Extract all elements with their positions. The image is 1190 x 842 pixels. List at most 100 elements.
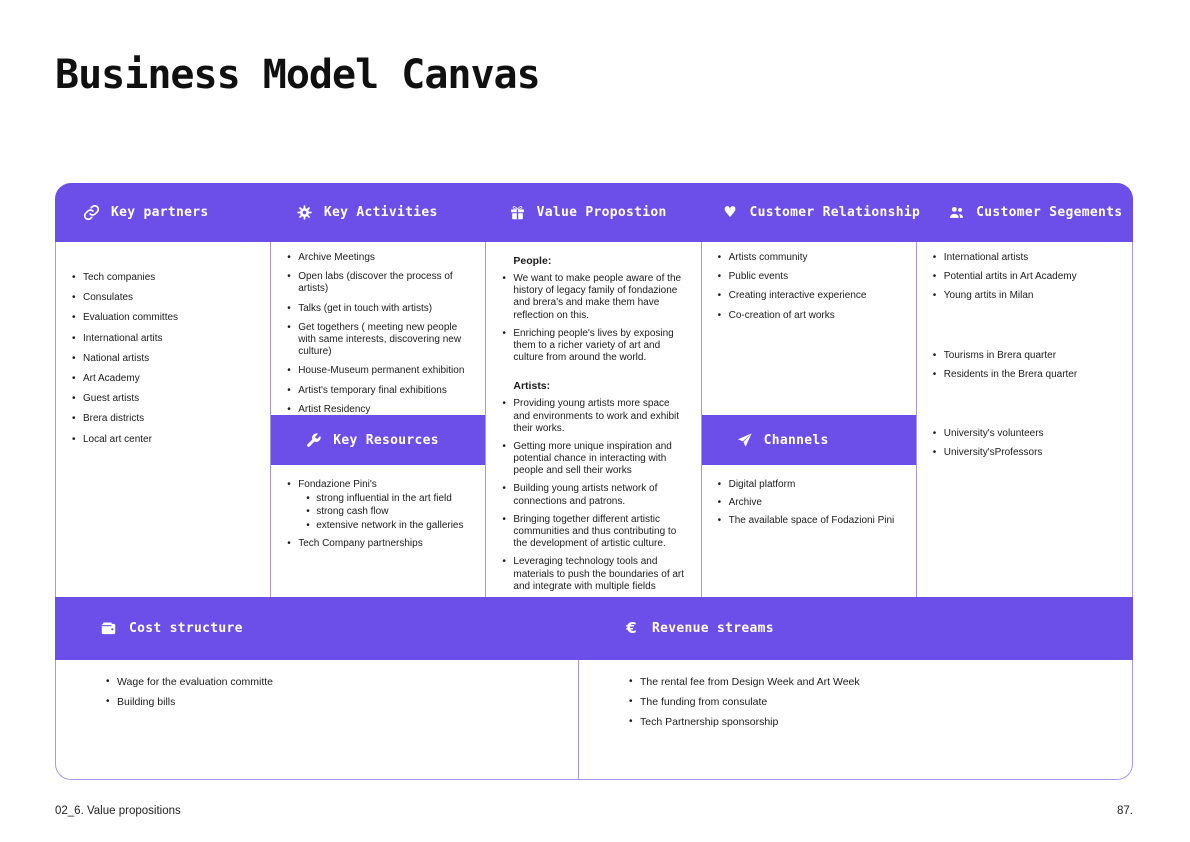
column-key-partners: Tech companiesConsulatesEvaluation commi… xyxy=(56,242,272,597)
gear-icon xyxy=(296,204,313,221)
list-item: University's volunteers xyxy=(933,428,1119,440)
key-partners-list: Tech companiesConsulatesEvaluation commi… xyxy=(56,242,270,454)
vp-people-list: We want to make people aware of the hist… xyxy=(502,273,688,370)
list-item: Enriching people's lives by exposing the… xyxy=(502,328,688,365)
list-item: Artist's temporary final exhibitions xyxy=(287,385,472,397)
key-activities-list: Archive MeetingsOpen labs (discover the … xyxy=(271,242,485,415)
euro-icon: € xyxy=(626,619,637,637)
list-item: The available space of Fodazioni Pini xyxy=(718,515,903,527)
footer-section-label: 02_6. Value propositions xyxy=(55,805,181,817)
channels-header: Channels xyxy=(701,415,916,465)
key-resources-list: Fondazione Pini'sstrong influential in t… xyxy=(271,465,485,550)
header-customer-segements: Customer Segements xyxy=(920,183,1133,242)
header-label: Cost structure xyxy=(129,621,243,636)
revenue-streams-content: The rental fee from Design Week and Art … xyxy=(579,660,1132,779)
subheader-label: Channels xyxy=(763,432,829,448)
list-item: Public events xyxy=(718,271,903,283)
list-item: Tech Partnership sponsorship xyxy=(629,716,1112,729)
list-item: International artists xyxy=(933,252,1119,264)
list-item: Bringing together different artistic com… xyxy=(502,514,688,551)
list-item: Archive xyxy=(718,497,903,509)
sub-list-item: strong cash flow xyxy=(306,506,472,518)
header-cost-structure: Cost structure xyxy=(55,597,578,660)
list-item: We want to make people aware of the hist… xyxy=(502,273,688,322)
list-item: Guest artists xyxy=(72,393,257,405)
header-label: Value Propostion xyxy=(536,205,667,220)
list-item: Residents in the Brera quarter xyxy=(933,369,1119,381)
sub-list-item: strong influential in the art field xyxy=(306,493,472,505)
cost-structure-content: Wage for the evaluation committeBuilding… xyxy=(56,660,579,779)
list-item: Artist Residency xyxy=(287,404,472,415)
header-value-propostion: Value Propostion xyxy=(481,183,694,242)
key-resources-header: Key Resources xyxy=(271,415,486,465)
link-icon xyxy=(83,204,100,221)
header-revenue-streams: € Revenue streams xyxy=(578,597,1133,660)
list-item: Get togethers ( meeting new people with … xyxy=(287,322,472,359)
list-item: Potential artits in Art Academy xyxy=(933,271,1119,283)
list-item: Creating interactive experience xyxy=(718,290,903,302)
list-item: Talks (get in touch with artists) xyxy=(287,303,472,315)
header-label: Customer Segements xyxy=(976,205,1123,220)
sub-list-item: extensive network in the galleries xyxy=(306,520,472,532)
header-key-partners: Key partners xyxy=(55,183,268,242)
list-item: Getting more unique inspiration and pote… xyxy=(502,441,688,478)
customer-relationship-content: Artists communityPublic eventsCreating i… xyxy=(702,242,916,415)
list-item: House-Museum permanent exhibition xyxy=(287,365,472,377)
customer-segments-group-1: International artistsPotential artits in… xyxy=(917,242,1132,310)
column-customer-relationship: Artists communityPublic eventsCreating i… xyxy=(701,242,917,597)
canvas-header-row: Key partners Key Activit xyxy=(55,183,1133,242)
customer-relationship-list: Artists communityPublic eventsCreating i… xyxy=(702,242,916,322)
header-key-activities: Key Activities xyxy=(268,183,481,242)
business-model-canvas: Key partners Key Activit xyxy=(55,183,1133,780)
list-item: International artits xyxy=(72,333,257,345)
list-item: Tech companies xyxy=(72,272,257,284)
column-key-activities: Archive MeetingsOpen labs (discover the … xyxy=(271,242,487,597)
header-customer-relationship: ♥ Customer Relationship xyxy=(693,183,920,242)
list-item: Digital platform xyxy=(718,479,903,491)
wrench-icon xyxy=(305,432,322,449)
list-item: Co-creation of art works xyxy=(718,310,903,322)
list-item: Young artits in Milan xyxy=(933,290,1119,302)
list-item: Consulates xyxy=(72,292,257,304)
footer-page-number: 87. xyxy=(1117,805,1133,817)
canvas-main-grid: Tech companiesConsulatesEvaluation commi… xyxy=(55,242,1133,597)
list-item: National artists xyxy=(72,353,257,365)
key-resources-content: Fondazione Pini'sstrong influential in t… xyxy=(271,465,485,597)
list-item: Tourisms in Brera quarter xyxy=(933,350,1119,362)
gift-icon xyxy=(509,204,526,221)
list-item: Leveraging technology tools and material… xyxy=(502,556,688,593)
list-item: Wage for the evaluation committe xyxy=(106,676,558,689)
list-item: The rental fee from Design Week and Art … xyxy=(629,676,1112,689)
list-item: Fondazione Pini'sstrong influential in t… xyxy=(287,479,472,532)
list-item: Providing young artists more space and e… xyxy=(502,398,688,435)
list-item: Local art center xyxy=(72,434,257,446)
channels-content: Digital platformArchiveThe available spa… xyxy=(702,465,916,597)
revenue-streams-list: The rental fee from Design Week and Art … xyxy=(579,660,1132,728)
column-value-propostion: People: We want to make people aware of … xyxy=(486,242,702,597)
list-item: Evaluation committes xyxy=(72,312,257,324)
list-item: Brera districts xyxy=(72,413,257,425)
header-label: Revenue streams xyxy=(652,621,774,636)
header-label: Key partners xyxy=(111,205,209,220)
subheader-label: Key Resources xyxy=(333,432,439,448)
heart-icon: ♥ xyxy=(723,203,737,221)
send-icon xyxy=(736,432,753,449)
wallet-icon xyxy=(100,620,117,637)
cost-structure-list: Wage for the evaluation committeBuilding… xyxy=(56,660,578,709)
list-item: Artists community xyxy=(718,252,903,264)
vp-artists-list: Providing young artists more space and e… xyxy=(502,398,688,597)
channels-list: Digital platformArchiveThe available spa… xyxy=(702,465,916,528)
vp-artists-heading: Artists: xyxy=(513,380,551,393)
people-icon xyxy=(948,204,965,221)
customer-segments-group-3: University's volunteersUniversity'sProfe… xyxy=(917,428,1132,466)
list-item: The funding from consulate xyxy=(629,696,1112,709)
list-item: Tech Company partnerships xyxy=(287,538,472,550)
page-title: Business Model Canvas xyxy=(55,52,541,98)
column-customer-segements: International artistsPotential artits in… xyxy=(917,242,1132,597)
list-item: Art Academy xyxy=(72,373,257,385)
list-item: Building young artists network of connec… xyxy=(502,483,688,507)
header-label: Key Activities xyxy=(323,205,438,220)
sub-list: strong influential in the art fieldstron… xyxy=(298,491,472,532)
header-label: Customer Relationship xyxy=(749,205,921,220)
